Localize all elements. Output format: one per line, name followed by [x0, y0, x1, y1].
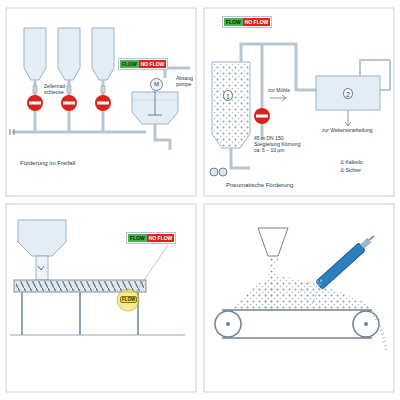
motor-symbol: M: [150, 78, 163, 91]
node-text: NO FLOW: [147, 234, 175, 242]
flow-indicator: FLOWNO FLOW: [126, 232, 176, 244]
flow-sensor: FLOW: [120, 296, 137, 303]
callout-number: 2: [343, 88, 353, 99]
label: ② Sichter: [340, 168, 361, 174]
node-text: NO FLOW: [243, 18, 271, 26]
node-text: FLOW: [120, 60, 139, 68]
label: zur Weiterverarbeitung: [322, 128, 373, 134]
node-text: M: [154, 81, 159, 87]
node-text: FLOW: [224, 18, 243, 26]
label: zur Mühle: [268, 88, 290, 94]
label: Pneumatische Förderung: [226, 182, 293, 189]
label: Absaug pumpe: [176, 76, 196, 88]
callout-number: 1: [223, 90, 233, 101]
label: Förderung im Freifall: [20, 160, 75, 167]
label: ① Kalksilo: [340, 160, 363, 166]
node-text: FLOW: [122, 297, 135, 302]
node-text: FLOW: [128, 234, 147, 242]
label: Zellenrad- schleuse: [44, 84, 74, 96]
node-text: NO FLOW: [139, 60, 167, 68]
flow-indicator: FLOWNO FLOW: [222, 16, 272, 28]
flow-indicator: FLOWNO FLOW: [118, 58, 168, 70]
label: 45 m DN 150 Steigleitung Körnung ca. 5 –…: [254, 136, 302, 153]
